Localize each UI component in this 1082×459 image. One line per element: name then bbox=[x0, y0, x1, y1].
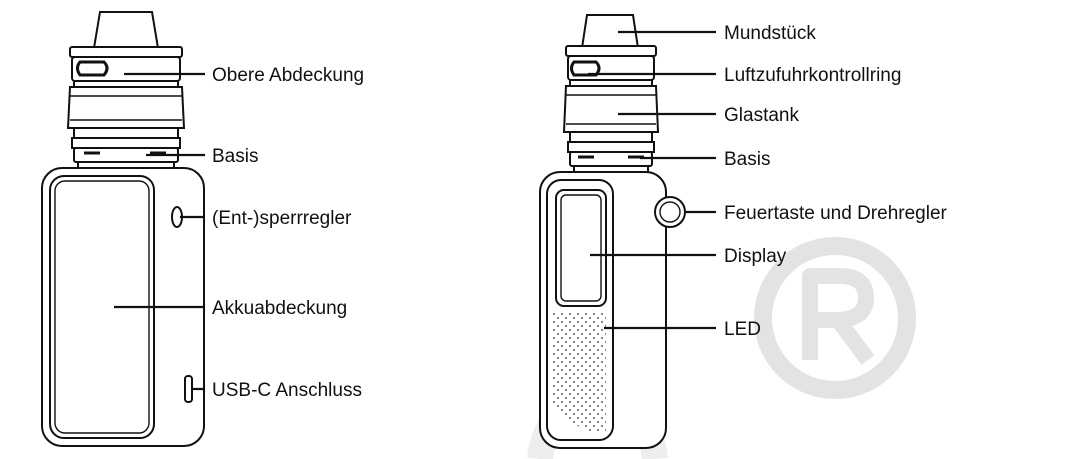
right-display-screen bbox=[555, 189, 607, 307]
label-fire: Feuertaste und Drehregler bbox=[724, 203, 948, 224]
label-usb: USB-C Anschluss bbox=[212, 380, 362, 401]
label-top-cap: Obere Abdeckung bbox=[212, 65, 364, 86]
left-device-drawing bbox=[41, 11, 205, 447]
label-battery-cover: Akkuabdeckung bbox=[212, 298, 347, 319]
left-airflow-slot bbox=[76, 60, 109, 77]
label-left-base: Basis bbox=[212, 146, 258, 167]
left-usb-port bbox=[184, 375, 193, 403]
left-top-cap-rim bbox=[69, 46, 183, 58]
label-display: Display bbox=[724, 246, 787, 267]
label-led: LED bbox=[724, 319, 761, 340]
label-lock: (Ent-)sperrregler bbox=[212, 208, 352, 229]
right-base bbox=[569, 151, 653, 167]
label-tank: Glastank bbox=[724, 105, 799, 126]
left-drip-tip bbox=[92, 11, 160, 49]
left-tank-lower-ring bbox=[73, 127, 179, 139]
right-glass-tank bbox=[562, 85, 660, 133]
label-right-base: Basis bbox=[724, 149, 770, 170]
left-base-upper bbox=[71, 137, 181, 149]
label-mouthpiece: Mundstück bbox=[724, 23, 816, 44]
right-led-area bbox=[552, 312, 606, 433]
right-device-drawing bbox=[539, 14, 716, 449]
label-airflow: Luftzufuhrkontrollring bbox=[724, 65, 901, 86]
left-glass-tank bbox=[66, 86, 186, 129]
